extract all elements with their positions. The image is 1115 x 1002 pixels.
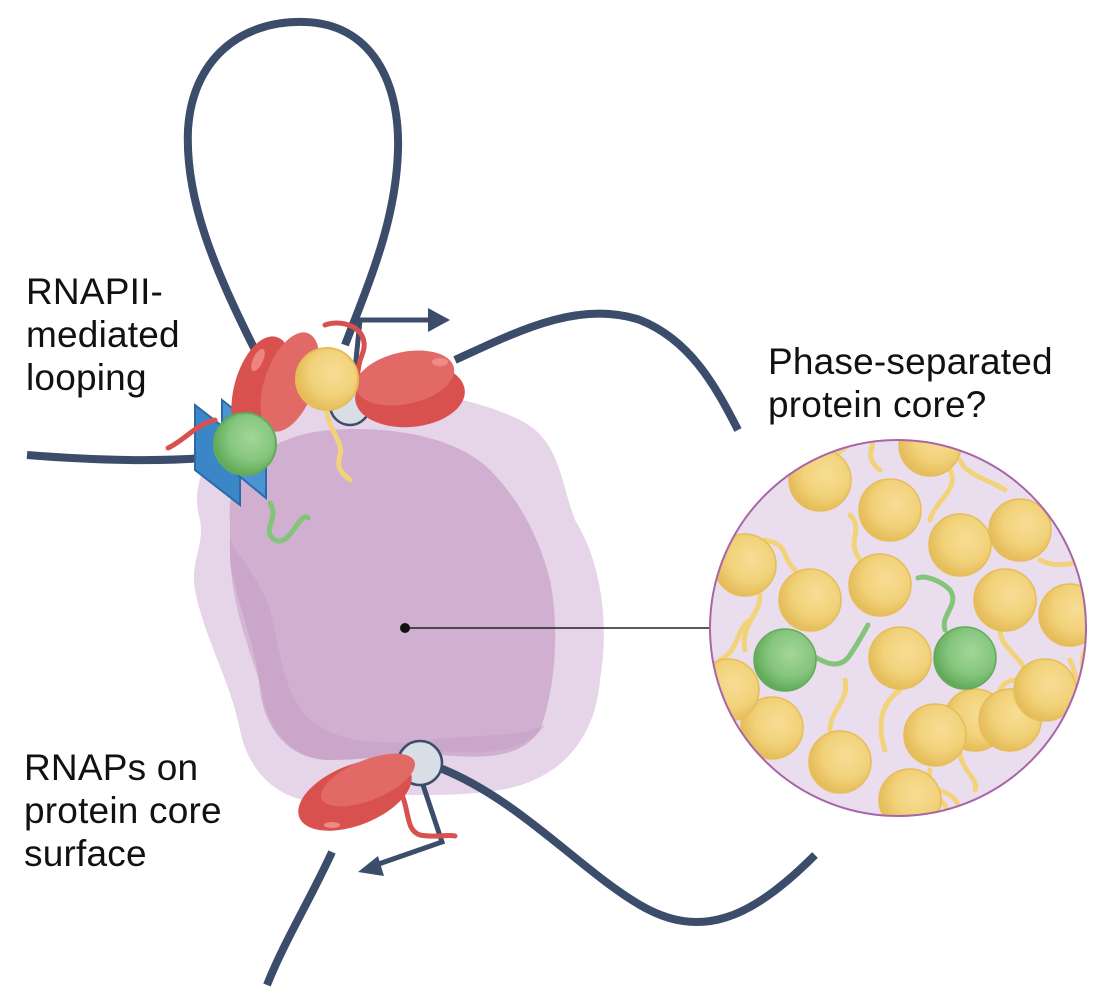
dna-left-strand [26,451,206,465]
green-protein-top [213,412,277,476]
yellow-protein [868,626,932,690]
yellow-protein [710,658,760,722]
yellow-protein [858,478,922,542]
green-protein [933,626,997,690]
yellow-protein [808,730,872,794]
label-rnapii-mediated-looping: RNAPII- mediated looping [26,271,180,398]
yellow-protein-tail [867,440,883,473]
yellow-protein-top [295,347,359,411]
tss-arrow-top [352,308,450,371]
zoom-inset [709,439,1087,817]
dna-strands [26,17,818,987]
green-protein-tail [802,622,871,667]
dna-right-lower-strand [438,764,818,927]
yellow-protein [778,568,842,632]
yellow-protein [988,498,1052,562]
yellow-protein-tail [878,687,903,753]
protein-core [193,389,604,802]
yellow-protein-tail [832,440,873,458]
dna-loop [183,17,403,352]
green-protein [753,628,817,692]
yellow-protein-tail [957,747,979,793]
label-rnaps-on-core-surface: RNAPs on protein core surface [24,747,222,874]
yellow-protein-tail [827,677,849,733]
yellow-protein [928,513,992,577]
dna-bottom-strand [263,850,336,987]
rnap-bottom [298,753,415,831]
tss-arrow-bottom [358,784,446,876]
top-complex [165,320,465,544]
protein-core-inner [229,429,556,760]
label-phase-separated-core: Phase-separated protein core? [768,341,1053,425]
yellow-protein [740,696,804,760]
yellow-protein [903,703,967,767]
dna-right-upper-strand [453,309,742,432]
yellow-protein [973,568,1037,632]
yellow-protein [878,768,942,816]
yellow-protein-tail [847,512,863,563]
yellow-protein [713,533,777,597]
inset-pointer [400,623,710,633]
green-protein-tail [915,574,956,633]
yellow-protein [848,553,912,617]
protein-core-inner-shadow [229,540,545,760]
yellow-protein-tail [957,457,1008,493]
yellow-protein-tail [927,467,955,523]
bottom-complex [298,739,458,839]
yellow-protein-tail [717,617,753,663]
yellow-protein [788,448,852,512]
yellow-protein-tail [762,537,798,573]
rnap-right [355,350,465,428]
yellow-protein [1038,583,1086,647]
